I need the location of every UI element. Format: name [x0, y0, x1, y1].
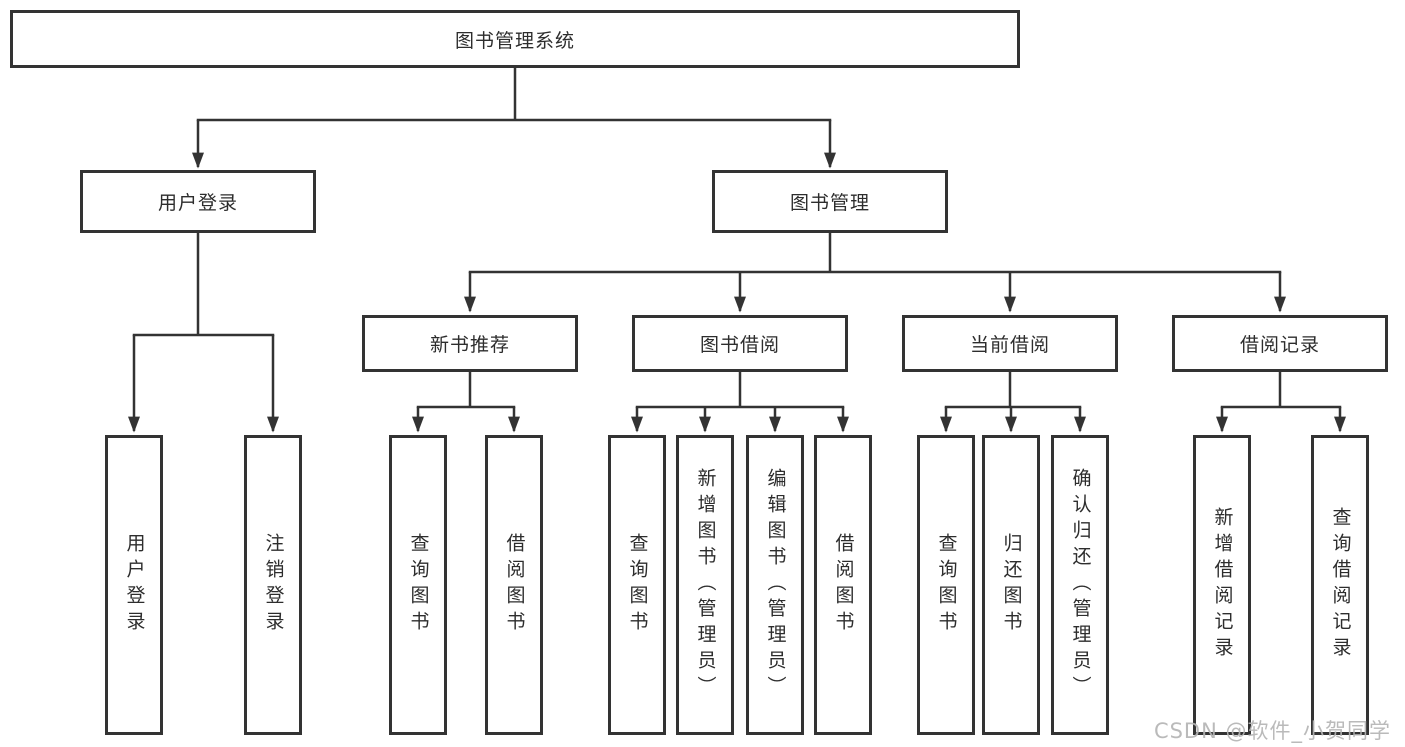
leaf-add-book-admin-label: 新增图书（管理员）: [694, 468, 717, 702]
leaf-add-borrow-record: 新增借阅记录: [1193, 435, 1251, 735]
leaf-borrow-books-2-label: 借阅图书: [832, 533, 855, 637]
leaf-logout-login-label: 注销登录: [262, 533, 285, 637]
connector-book-management-to-level2: [464, 233, 1286, 313]
node-borrowing-records-label: 借阅记录: [1239, 334, 1320, 356]
leaf-query-books-1: 查询图书: [389, 435, 447, 735]
connector-borrowing-records-to-leaves: [1216, 372, 1346, 433]
leaf-query-books-2-label: 查询图书: [626, 533, 649, 637]
leaf-query-books-2: 查询图书: [608, 435, 666, 735]
leaf-return-book-label: 归还图书: [1000, 533, 1023, 637]
connector-current-borrowing-to-leaves: [940, 372, 1086, 433]
leaf-return-book: 归还图书: [982, 435, 1040, 735]
leaf-user-login: 用户登录: [105, 435, 163, 735]
leaf-add-borrow-record-label: 新增借阅记录: [1211, 507, 1234, 663]
node-current-borrowing-label: 当前借阅: [969, 334, 1050, 356]
node-new-book-recommend: 新书推荐: [362, 315, 578, 372]
node-new-book-recommend-label: 新书推荐: [429, 334, 510, 356]
leaf-query-borrow-record: 查询借阅记录: [1311, 435, 1369, 735]
leaf-confirm-return-admin-label: 确认归还（管理员）: [1069, 468, 1092, 702]
connector-book-borrowing-to-leaves: [631, 372, 849, 433]
node-user-login-label: 用户登录: [157, 192, 238, 214]
watermark: CSDN @软件_小贺同学: [1153, 719, 1391, 743]
leaf-edit-book-admin-label: 编辑图书（管理员）: [764, 468, 787, 702]
leaf-borrow-books-2: 借阅图书: [814, 435, 872, 735]
leaf-edit-book-admin: 编辑图书（管理员）: [746, 435, 804, 735]
leaf-query-books-3: 查询图书: [917, 435, 975, 735]
node-book-borrowing: 图书借阅: [632, 315, 848, 372]
leaf-query-borrow-record-label: 查询借阅记录: [1329, 507, 1352, 663]
node-borrowing-records: 借阅记录: [1172, 315, 1388, 372]
leaf-query-books-1-label: 查询图书: [407, 533, 430, 637]
leaf-confirm-return-admin: 确认归还（管理员）: [1051, 435, 1109, 735]
node-book-borrowing-label: 图书借阅: [699, 334, 780, 356]
node-book-management: 图书管理: [712, 170, 948, 233]
leaf-user-login-label: 用户登录: [123, 533, 146, 637]
connector-new-book-recommend-to-leaves: [412, 372, 520, 433]
node-book-management-label: 图书管理: [789, 192, 870, 214]
leaf-query-books-3-label: 查询图书: [935, 533, 958, 637]
connector-root-to-level1: [192, 68, 836, 169]
leaf-logout-login: 注销登录: [244, 435, 302, 735]
leaf-borrow-books-1: 借阅图书: [485, 435, 543, 735]
node-root-label: 图书管理系统: [454, 29, 575, 52]
leaf-add-book-admin: 新增图书（管理员）: [676, 435, 734, 735]
connector-user-login-to-leaves: [128, 233, 279, 433]
node-user-login: 用户登录: [80, 170, 316, 233]
node-current-borrowing: 当前借阅: [902, 315, 1118, 372]
leaf-borrow-books-1-label: 借阅图书: [503, 533, 526, 637]
node-root: 图书管理系统: [10, 10, 1020, 68]
